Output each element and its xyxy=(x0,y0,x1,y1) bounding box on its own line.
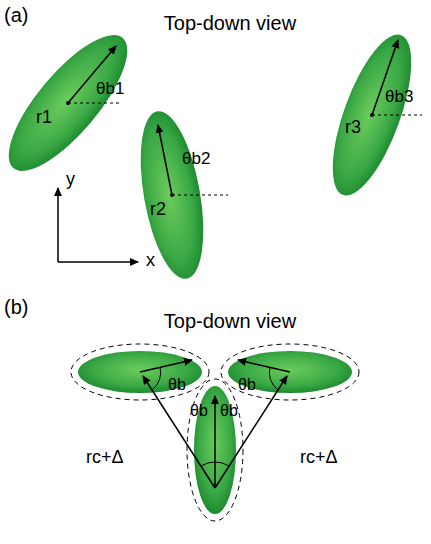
orientation-arrow xyxy=(140,360,192,372)
position-label: r1 xyxy=(36,108,52,128)
center-dot xyxy=(370,113,374,117)
angle-arc xyxy=(215,462,229,466)
contact-outline xyxy=(187,379,243,521)
distance-label: rc+Δ xyxy=(86,448,124,468)
axis-x xyxy=(58,261,138,263)
axis-y xyxy=(57,188,59,262)
angle-label: θb xyxy=(190,402,208,420)
bacterium xyxy=(228,351,352,393)
bacterium xyxy=(130,106,215,283)
contact-outline xyxy=(221,344,359,400)
distance-arrow xyxy=(143,376,215,488)
angle-arc xyxy=(269,367,278,390)
panel-letter: (a) xyxy=(4,4,28,26)
panel-letter: (b) xyxy=(4,296,28,318)
distance-arrow xyxy=(215,376,287,488)
center-dot xyxy=(170,193,174,197)
orientation-arrow xyxy=(158,125,172,195)
axis-label: y xyxy=(66,170,75,190)
axis-label: x xyxy=(146,251,155,271)
center-dot xyxy=(66,101,70,105)
position-label: r2 xyxy=(150,200,166,220)
angle-arc xyxy=(152,367,161,390)
angle-label: θb1 xyxy=(96,80,124,99)
bacterium xyxy=(317,26,428,205)
bacterium xyxy=(0,19,146,188)
angle-label: θb xyxy=(168,376,186,394)
contact-outline xyxy=(71,344,209,400)
position-label: r3 xyxy=(345,118,361,138)
panel-title: Top-down view xyxy=(164,12,296,34)
angle-label: θb xyxy=(220,402,238,420)
bacterium xyxy=(78,351,202,393)
reference-line xyxy=(372,115,422,116)
reference-line xyxy=(68,103,122,104)
panel-title: Top-down view xyxy=(164,310,296,332)
angle-label: θb3 xyxy=(385,88,413,107)
reference-line xyxy=(172,195,228,196)
angle-label: θb xyxy=(238,376,256,394)
angle-label: θb2 xyxy=(182,150,210,169)
angle-arc xyxy=(201,462,215,466)
orientation-arrow xyxy=(214,396,216,488)
orientation-arrow xyxy=(238,360,290,372)
distance-label: rc+Δ xyxy=(300,448,338,468)
